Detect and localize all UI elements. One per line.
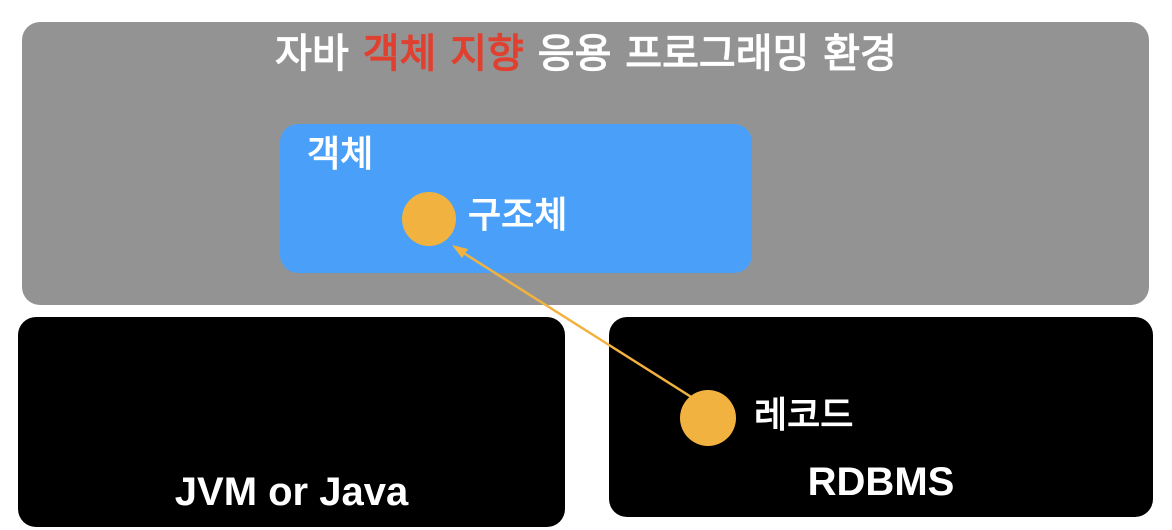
rdbms-label: RDBMS [807,460,955,504]
environment-title: 자바 객체 지향 응용 프로그래밍 환경 [0,34,1172,74]
struct-label: 구조체 [468,195,568,236]
object-box [280,124,752,273]
environment-title-highlight: 객체 지향 [362,31,524,77]
struct-dot [402,192,456,246]
jvm-label: JVM or Java [174,470,409,514]
record-dot [680,390,736,446]
object-label: 객체 [307,134,374,175]
environment-title-prefix: 자바 [275,31,363,77]
record-label: 레코드 [754,395,854,436]
environment-title-suffix: 응용 프로그래밍 환경 [523,31,897,77]
